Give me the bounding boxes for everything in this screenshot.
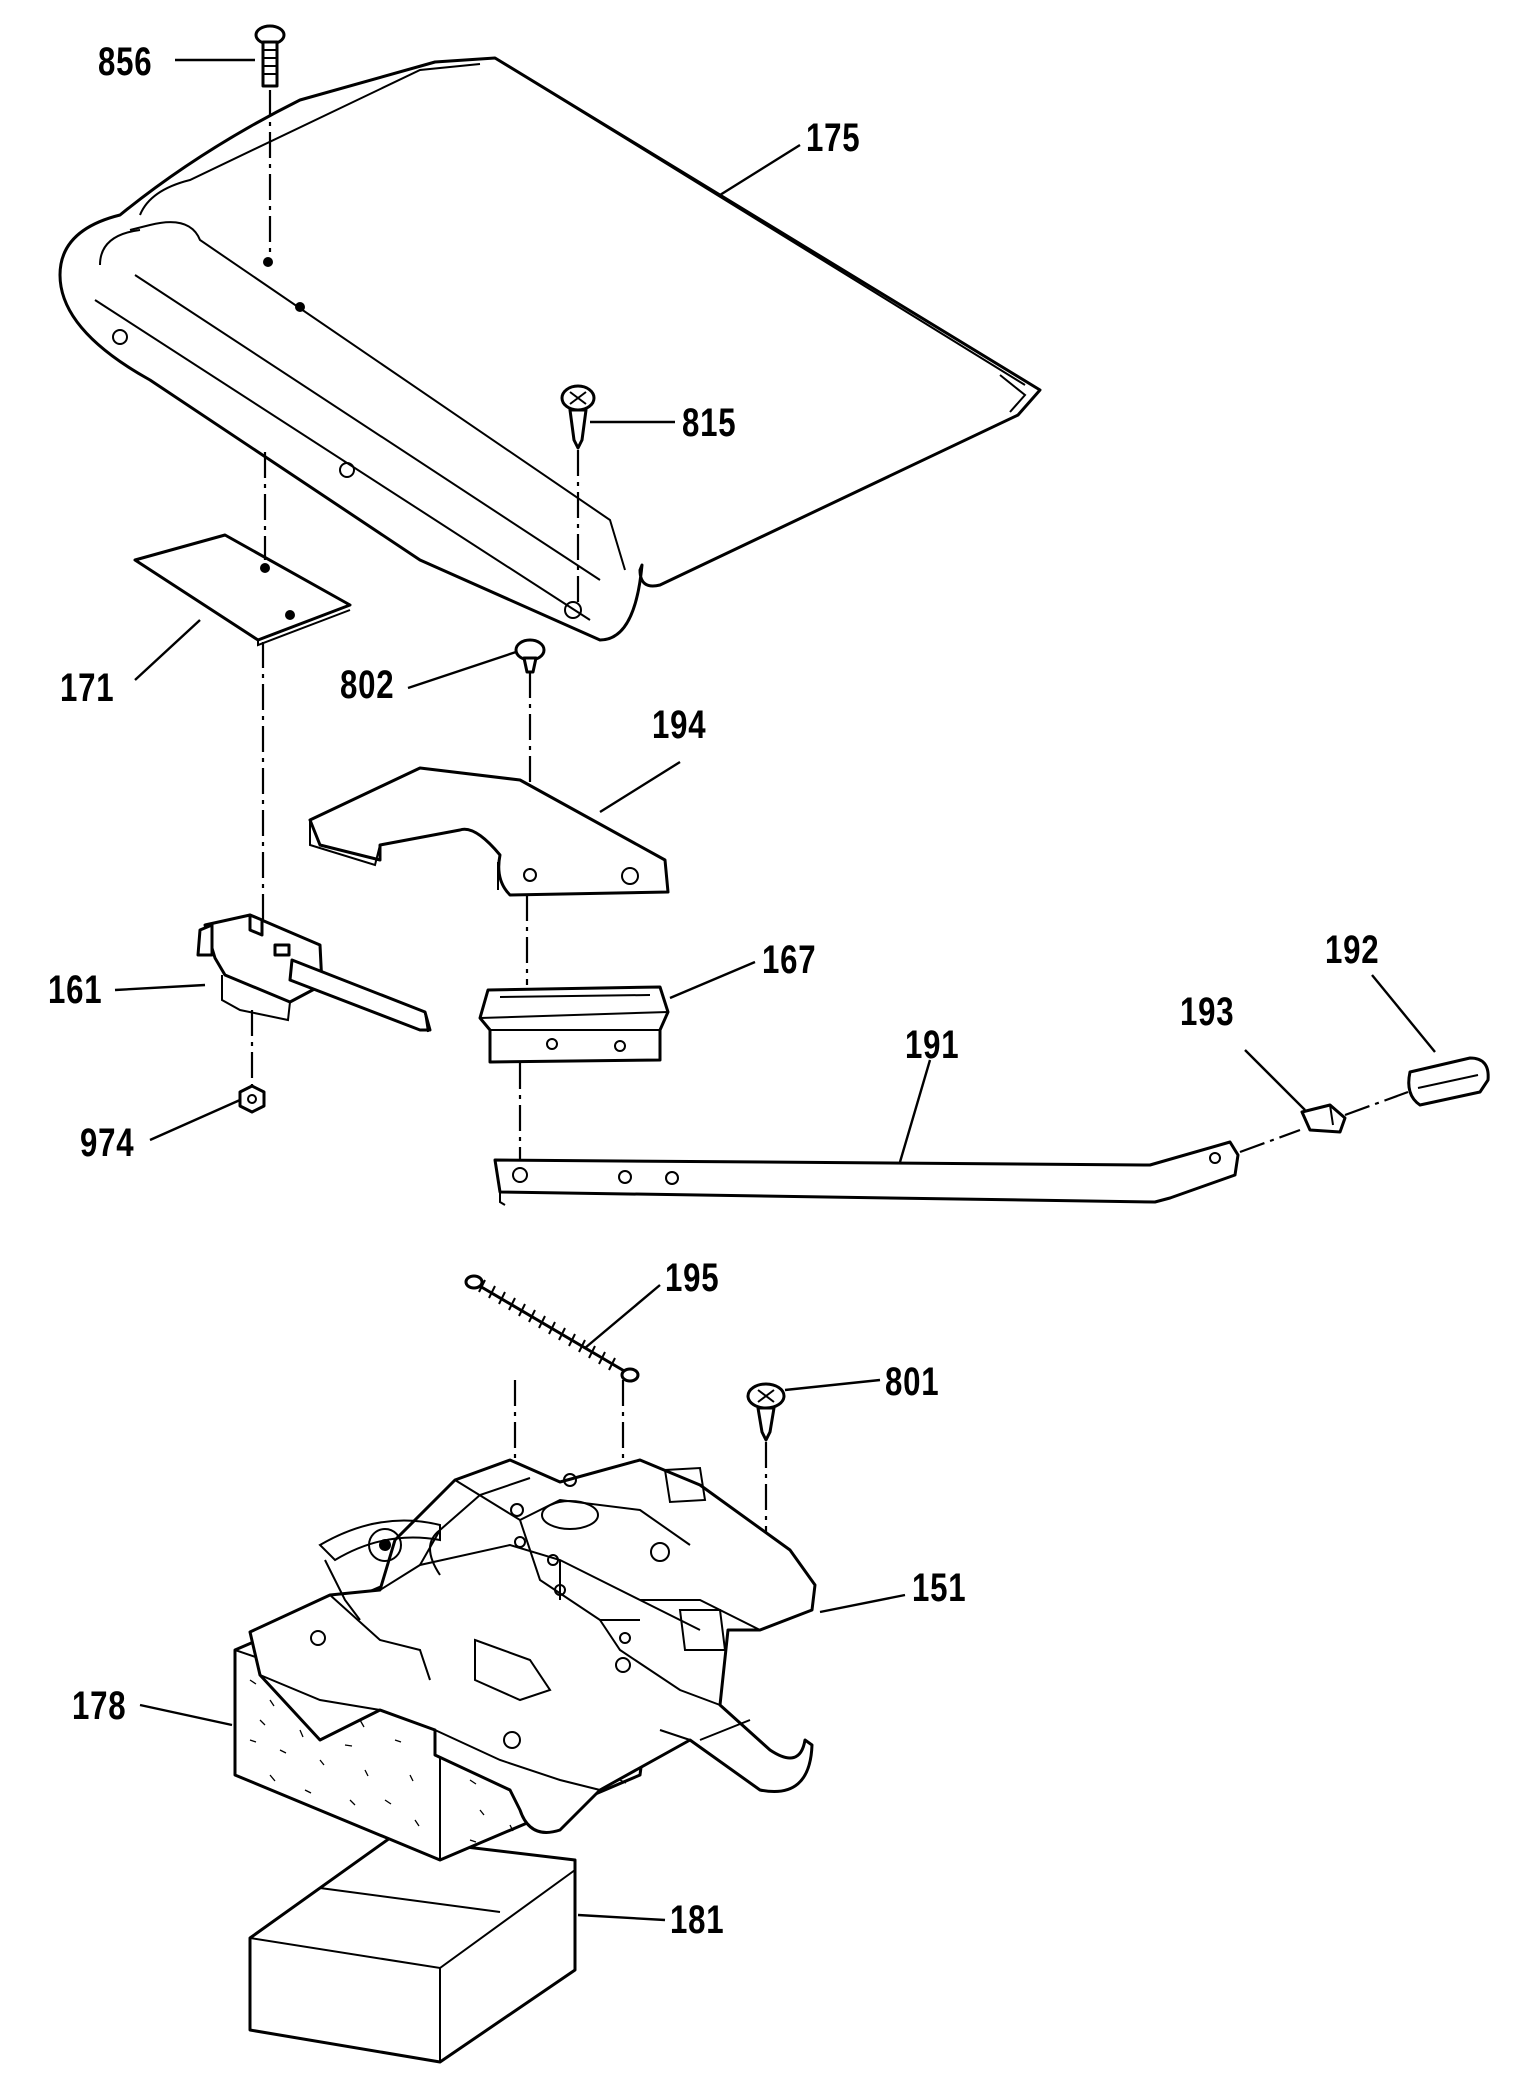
part-191-rod <box>493 1140 1240 1206</box>
part-801-screw <box>746 1382 786 1442</box>
label-171: 171 <box>60 666 115 710</box>
part-151-latch-assembly <box>248 1458 817 1834</box>
part-161-switch <box>196 913 432 1033</box>
part-171-plate <box>133 533 352 647</box>
label-194: 194 <box>652 703 707 747</box>
part-175-cover <box>58 56 1042 642</box>
label-195: 195 <box>665 1256 720 1300</box>
label-178: 178 <box>72 1684 127 1728</box>
part-856-screw <box>254 24 286 88</box>
part-802-screw <box>514 638 546 674</box>
label-175: 175 <box>806 116 861 160</box>
leader-lines <box>114 58 1436 1922</box>
label-161: 161 <box>48 968 103 1012</box>
part-192-knob <box>1407 1056 1490 1107</box>
label-856: 856 <box>98 40 153 84</box>
label-181: 181 <box>670 1898 725 1942</box>
label-167: 167 <box>762 938 817 982</box>
label-193: 193 <box>1180 990 1235 1034</box>
part-193-clip <box>1300 1103 1347 1134</box>
part-195-spring <box>464 1274 640 1383</box>
label-802: 802 <box>340 663 395 707</box>
part-181-base-block <box>248 1836 577 2064</box>
part-194-bracket <box>308 766 670 897</box>
part-815-screw <box>560 384 596 450</box>
label-192: 192 <box>1325 928 1380 972</box>
label-815: 815 <box>682 401 737 445</box>
label-801: 801 <box>885 1360 940 1404</box>
part-167-block <box>478 985 670 1064</box>
part-974-nut <box>238 1084 266 1114</box>
label-974: 974 <box>80 1121 135 1165</box>
label-191: 191 <box>905 1023 960 1067</box>
label-151: 151 <box>912 1566 967 1610</box>
